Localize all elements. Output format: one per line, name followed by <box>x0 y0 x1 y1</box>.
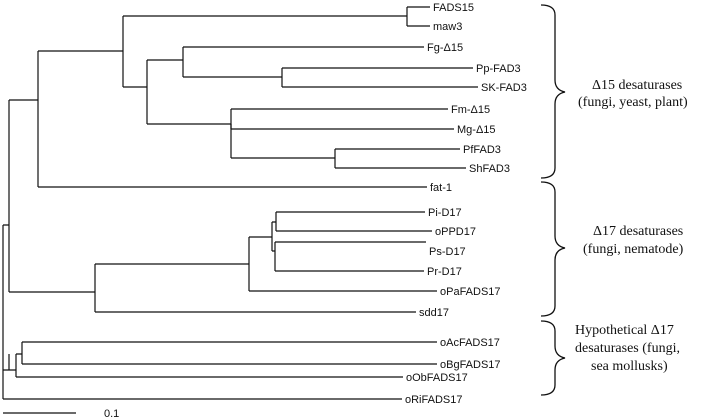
leaf-labels: FADS15 maw3 Fg-Δ15 Pp-FAD3 SK-FAD3 Fm-Δ1… <box>405 2 527 406</box>
leaf-oobfads17: oObFADS17 <box>406 372 468 384</box>
leaf-pr-d17: Pr-D17 <box>427 266 462 278</box>
leaf-oacfads17: oAcFADS17 <box>440 337 500 349</box>
leaf-fm-d15: Fm-Δ15 <box>451 104 490 116</box>
group-d17-line1: Δ17 desaturases <box>593 224 683 239</box>
branch-pf-sh <box>334 148 466 169</box>
leaf-oppd17: oPPD17 <box>435 226 476 238</box>
leaf-maw3: maw3 <box>433 21 462 33</box>
branch-fg-fm <box>146 59 231 125</box>
leaf-shfad3: ShFAD3 <box>469 163 510 175</box>
branch-fads15-maw3 <box>406 6 430 27</box>
branch-main <box>8 99 95 293</box>
group-d15-line2: (fungi, yeast, plant) <box>578 95 688 110</box>
branch-hyp-inner <box>8 354 16 371</box>
leaf-fads15: FADS15 <box>433 2 474 14</box>
leaf-opafads17: oPaFADS17 <box>440 286 501 298</box>
leaf-fg-d15: Fg-Δ15 <box>427 42 463 54</box>
leaf-fat1: fat-1 <box>430 182 452 194</box>
branch-d17 <box>94 264 416 313</box>
group-d17-line2: (fungi, nematode) <box>583 242 684 257</box>
scale-bar-label: 0.1 <box>104 408 119 417</box>
brace-d15 <box>540 4 566 179</box>
brace-d17 <box>540 181 566 317</box>
leaf-pp-fad3: Pp-FAD3 <box>476 63 521 75</box>
group-labels: Δ15 desaturases (fungi, yeast, plant) Δ1… <box>575 78 688 374</box>
branch-fm-mg <box>230 108 454 130</box>
root-branch <box>2 224 9 371</box>
branch-pi-oppd <box>275 211 432 232</box>
clade-braces <box>540 4 566 396</box>
branch-ac-bg <box>21 341 437 365</box>
brace-hyp <box>540 320 566 396</box>
branch-fg-pp <box>182 46 424 78</box>
leaf-mg-d15: Mg-Δ15 <box>457 124 496 136</box>
leaf-pi-d17: Pi-D17 <box>428 207 462 219</box>
branch-hyp-split <box>15 353 403 378</box>
branch-hyp <box>2 370 402 400</box>
leaf-obgfads17: oBgFADS17 <box>440 359 501 371</box>
group-d15-line1: Δ15 desaturases <box>592 78 682 93</box>
branch-d15-fat1 <box>37 50 427 188</box>
branch-d15-split <box>122 15 407 88</box>
branch-pp-sk <box>281 67 478 88</box>
scale-bar: 0.1 <box>3 408 119 417</box>
leaf-sk-fad3: SK-FAD3 <box>481 82 527 94</box>
leaf-sdd17: sdd17 <box>419 307 449 319</box>
branch-pi-pa <box>248 236 437 292</box>
leaf-orifads17: oRiFADS17 <box>405 394 462 406</box>
branch-ps-pr <box>274 241 426 272</box>
group-hyp-line2: desaturases (fungi, <box>575 341 680 356</box>
group-hyp-line3: sea mollusks) <box>591 359 668 374</box>
leaf-pffad3: PfFAD3 <box>463 144 501 156</box>
branch-mid <box>230 124 335 159</box>
group-hyp-line1: Hypothetical Δ17 <box>575 323 674 338</box>
leaf-ps-d17: Ps-D17 <box>429 246 466 258</box>
tree-branches <box>2 6 478 400</box>
